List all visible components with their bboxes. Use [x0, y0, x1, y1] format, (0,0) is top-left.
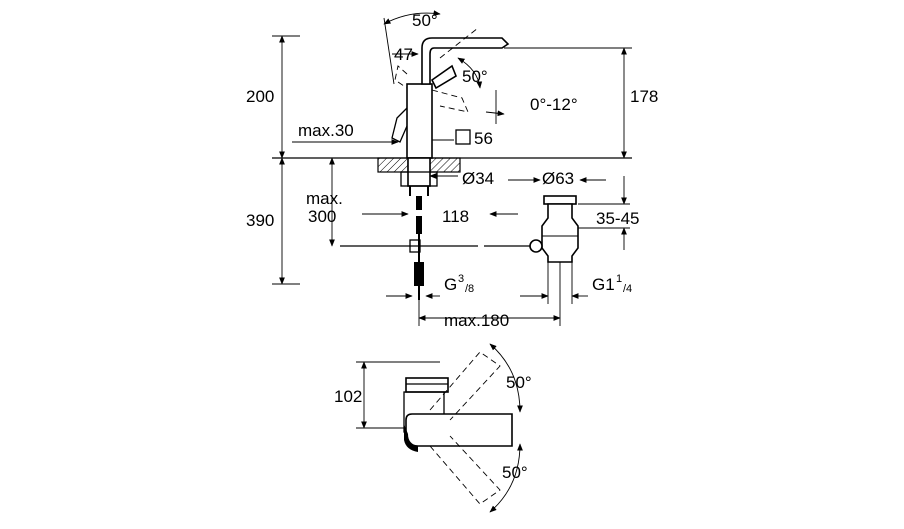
waste-top-flange — [543, 195, 577, 205]
hose-fitting — [414, 262, 424, 286]
label-178: 178 — [630, 87, 658, 106]
label-50-plan-top: 50° — [506, 373, 532, 392]
lever-ghost-right — [431, 89, 469, 113]
elevation-view — [272, 10, 632, 326]
label-d34: Ø34 — [462, 169, 494, 188]
arc-50-lever — [457, 57, 483, 89]
waste-pivot — [529, 239, 543, 253]
label-35-45: 35-45 — [596, 209, 639, 228]
label-g38-sup: 3 — [458, 273, 464, 285]
spout-ghost — [439, 27, 479, 59]
waste-body — [541, 203, 579, 263]
label-g38-sub: /8 — [465, 283, 474, 295]
faucet-body — [406, 83, 433, 159]
label-max300-1: max. — [306, 189, 343, 208]
plan-arc-bottom — [489, 443, 523, 513]
plan-spout-shadow — [404, 424, 418, 452]
label-0-12: 0°-12° — [530, 95, 578, 114]
square-symbol — [455, 129, 471, 145]
label-max30: max.30 — [298, 121, 354, 140]
counter-hatch-right — [429, 157, 461, 173]
pull-rod-clamp — [409, 239, 421, 253]
label-200: 200 — [246, 87, 274, 106]
label-g38-main: G — [444, 275, 457, 294]
label-390: 390 — [246, 211, 274, 230]
label-g114-sup: 1 — [616, 273, 622, 285]
plan-lever — [405, 377, 449, 393]
label-max300-2: 300 — [308, 207, 336, 226]
plan-arc-top — [489, 343, 523, 413]
label-118: 118 — [442, 207, 469, 226]
label-56: 56 — [474, 129, 493, 148]
spout — [421, 37, 510, 85]
lever-handle — [430, 64, 457, 90]
label-50-lever: 50° — [462, 67, 488, 86]
arc-50-top — [383, 10, 441, 25]
labels: 200 178 390 max.30 max. 300 118 Ø34 Ø63 … — [246, 11, 658, 482]
side-lever — [391, 107, 408, 143]
arc-0-12 — [485, 110, 505, 117]
lever-ghost-left — [394, 65, 408, 89]
label-50-plan-bottom: 50° — [502, 463, 528, 482]
label-d63: Ø63 — [542, 169, 574, 188]
label-max180: max.180 — [444, 311, 509, 330]
mount-nut — [400, 171, 438, 187]
plan-view — [356, 343, 523, 513]
plan-spout — [405, 413, 513, 447]
label-g114-main: G1 — [592, 275, 615, 294]
ext-50-top-left — [383, 17, 395, 85]
counter-hatch-left — [377, 157, 409, 173]
label-102: 102 — [334, 387, 362, 406]
label-50-top: 50° — [412, 11, 438, 30]
label-47: 47 — [394, 45, 413, 64]
hose-left-bottom — [416, 216, 422, 234]
label-g114-sub: /4 — [623, 283, 632, 295]
hose-left-top — [416, 196, 422, 210]
